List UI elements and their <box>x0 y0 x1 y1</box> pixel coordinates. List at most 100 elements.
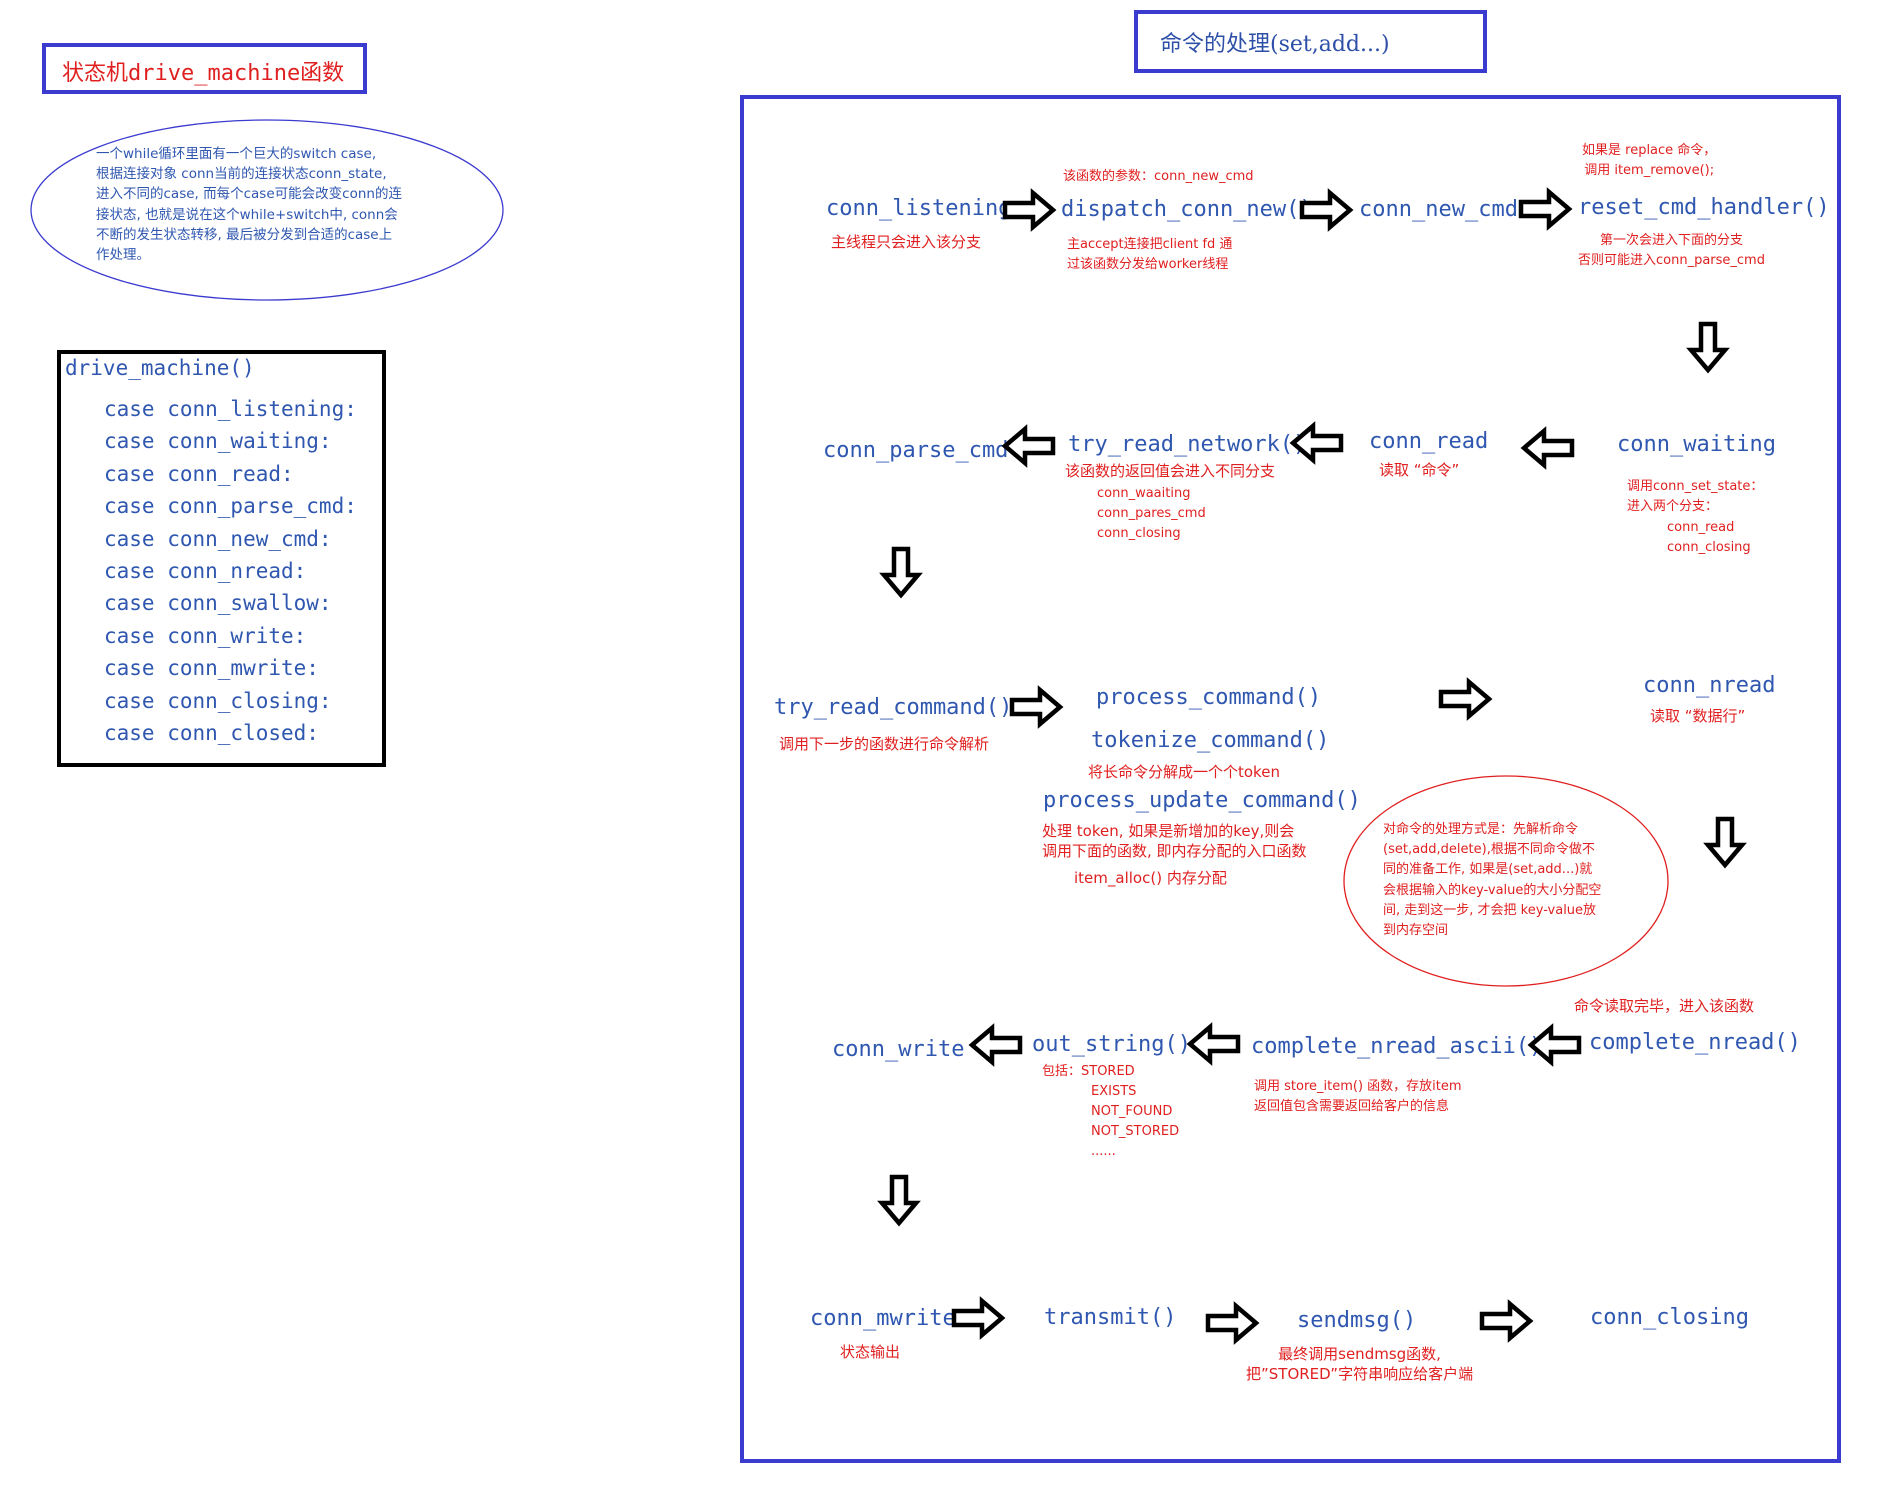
left-title-box <box>42 43 367 94</box>
description-text: 一个while循环里面有一个巨大的switch case, 根据连接对象 con… <box>96 144 402 265</box>
case-item: case conn_swallow: <box>104 591 332 616</box>
node-sendmsg: sendmsg() <box>1297 1308 1417 1333</box>
note-sendmsg: 最终调用sendmsg函数, 把”STORED”字符串响应给客户端 <box>1246 1344 1473 1384</box>
branch-item: conn_closing <box>1097 526 1181 541</box>
branch-item: conn_pares_cmd <box>1097 506 1206 521</box>
note-line: 处理 token, 如果是新增加的key,则会 <box>1042 822 1295 840</box>
note-conn-listening: 主线程只会进入该分支 <box>831 233 982 251</box>
right-title: 命令的处理(set,add...) <box>1160 32 1390 57</box>
node-process-update-command: process_update_command() <box>1043 788 1361 813</box>
arrow-right-icon <box>1009 685 1064 729</box>
description-line: 作处理。 <box>96 247 150 264</box>
note-line: 调用下面的函数, 即内存分配的入口函数 <box>1042 842 1307 860</box>
drive-machine-box <box>57 350 386 767</box>
node-tokenize-command: tokenize_command() <box>1091 728 1330 753</box>
node-try-read-command: try_read_command() <box>774 695 1013 720</box>
note-line: 到内存空间 <box>1383 923 1449 939</box>
processing-note-text: 对命令的处理方式是：先解析命令 (set,add,delete),根据不同命令做… <box>1383 820 1601 941</box>
note-process-update: 处理 token, 如果是新增加的key,则会 调用下面的函数, 即内存分配的入… <box>1042 821 1307 861</box>
note-reset-branch: 第一次会进入下面的分支 否则可能进入conn_parse_cmd <box>1578 231 1765 271</box>
note-line: NOT_STORED <box>1091 1124 1180 1139</box>
arrow-down-icon <box>877 1174 921 1227</box>
note-complete-nread: 命令读取完毕，进入该函数 <box>1574 997 1755 1015</box>
node-try-read-network: try_read_network() <box>1068 432 1307 457</box>
node-transmit: transmit() <box>1044 1305 1177 1330</box>
node-conn-closing: conn_closing <box>1590 1305 1749 1330</box>
description-ellipse <box>30 119 504 301</box>
note-line: 调用 store_item() 函数，存放item <box>1254 1079 1462 1094</box>
note-line: 主accept连接把client fd 通 <box>1067 237 1233 252</box>
arrow-left-icon <box>968 1023 1023 1067</box>
processing-note-ellipse <box>1343 775 1669 987</box>
case-item: case conn_mwrite: <box>104 656 319 681</box>
node-conn-write: conn_write <box>832 1037 965 1062</box>
note-line: 调用 item_remove(); <box>1584 163 1715 178</box>
node-conn-nread: conn_nread <box>1643 673 1776 698</box>
left-title: 状态机drive_machine函数 <box>62 61 345 86</box>
note-try-read-network: 该函数的返回值会进入不同分支 <box>1065 462 1276 480</box>
description-line: 根据连接对象 conn当前的连接状态conn_state, <box>96 166 387 183</box>
note-conn-nread: 读取 “数据行” <box>1650 707 1746 725</box>
note-reset-replace: 如果是 replace 命令， 调用 item_remove(); <box>1582 141 1716 181</box>
note-dispatch-desc: 主accept连接把client fd 通 过该函数分发给worker线程 <box>1067 235 1232 275</box>
case-item: case conn_parse_cmd: <box>104 494 357 519</box>
case-item: case conn_nread: <box>104 559 307 584</box>
branch-item: conn_waaiting <box>1097 486 1191 501</box>
node-conn-new-cmd: conn_new_cmd <box>1359 197 1518 222</box>
note-line: ...... <box>1091 1144 1116 1159</box>
note-dispatch-param: 该函数的参数：conn_new_cmd <box>1063 169 1254 184</box>
node-reset-cmd-handler: reset_cmd_handler() <box>1578 195 1830 220</box>
case-item: case conn_waiting: <box>104 429 332 454</box>
note-trn-branches: conn_waaiting conn_pares_cmd conn_closin… <box>1097 484 1206 544</box>
note-line: 同的准备工作, 如果是(set,add...)就 <box>1383 862 1593 878</box>
node-complete-nread: complete_nread() <box>1589 1030 1801 1055</box>
node-out-string: out_string() <box>1032 1032 1191 1057</box>
node-process-command: process_command() <box>1096 685 1322 710</box>
drive-machine-header: drive_machine() <box>65 356 255 380</box>
arrow-right-icon <box>1479 1299 1534 1343</box>
arrow-right-icon <box>1438 677 1493 721</box>
description-line: 接状态, 也就是说在这个while+switch中, conn会 <box>96 206 398 223</box>
note-line: 进入两个分支： <box>1627 499 1719 514</box>
case-item: case conn_read: <box>104 461 294 486</box>
note-out-string-values: EXISTS NOT_FOUND NOT_STORED ...... <box>1091 1082 1179 1162</box>
note-line: 对命令的处理方式是：先解析命令 <box>1383 822 1579 837</box>
right-title-box <box>1134 10 1487 73</box>
note-line: 如果是 replace 命令， <box>1582 143 1717 158</box>
description-line: 不断的发生状态转移, 最后被分发到合适的case上 <box>96 226 393 243</box>
note-line: 第一次会进入下面的分支 <box>1599 233 1743 248</box>
arrow-right-icon <box>1205 1301 1260 1345</box>
branch-item: conn_read <box>1667 520 1735 535</box>
note-conn-waiting: 调用conn_set_state： 进入两个分支： <box>1627 477 1763 517</box>
arrow-left-icon <box>1289 421 1344 465</box>
note-line: 返回值包含需要返回给客户的信息 <box>1254 1099 1450 1114</box>
arrow-down-icon <box>1686 321 1730 374</box>
note-line: 间, 走到这一步, 才会把 key-value放 <box>1383 902 1597 918</box>
note-line: (set,add,delete),根据不同命令做不 <box>1383 842 1595 858</box>
flow-frame <box>740 95 1841 1463</box>
arrow-right-icon <box>951 1296 1006 1340</box>
note-conn-mwrite: 状态输出 <box>840 1343 901 1361</box>
arrow-down-icon <box>879 546 923 599</box>
case-item: case conn_write: <box>104 623 307 648</box>
node-conn-listening: conn_listening <box>826 196 1012 221</box>
note-line: 包括：STORED <box>1042 1064 1135 1079</box>
description-line: 进入不同的case, 而每个case可能会改变conn的连 <box>96 186 402 203</box>
note-complete-nread-ascii: 调用 store_item() 函数，存放item 返回值包含需要返回给客户的信… <box>1254 1077 1462 1117</box>
note-waiting-branches: conn_read conn_closing <box>1667 518 1751 558</box>
note-line: 过该函数分发给worker线程 <box>1067 257 1229 272</box>
node-conn-waiting: conn_waiting <box>1617 432 1776 457</box>
node-dispatch-conn-new: dispatch_conn_new() <box>1061 197 1313 222</box>
arrow-down-icon <box>1703 816 1747 869</box>
note-line: EXISTS <box>1091 1084 1137 1099</box>
note-try-read-command: 调用下一步的函数进行命令解析 <box>779 735 990 753</box>
note-item-alloc: item_alloc() 内存分配 <box>1074 869 1227 887</box>
note-out-string: 包括：STORED <box>1042 1062 1135 1082</box>
arrow-right-icon <box>1002 188 1057 232</box>
description-line: 一个while循环里面有一个巨大的switch case, <box>96 146 377 162</box>
arrow-left-icon <box>1520 426 1575 470</box>
note-tokenize: 将长命令分解成一个个token <box>1088 763 1280 781</box>
node-conn-read: conn_read <box>1369 429 1489 454</box>
branch-item: conn_closing <box>1667 540 1751 555</box>
case-item: case conn_closed: <box>104 721 319 746</box>
